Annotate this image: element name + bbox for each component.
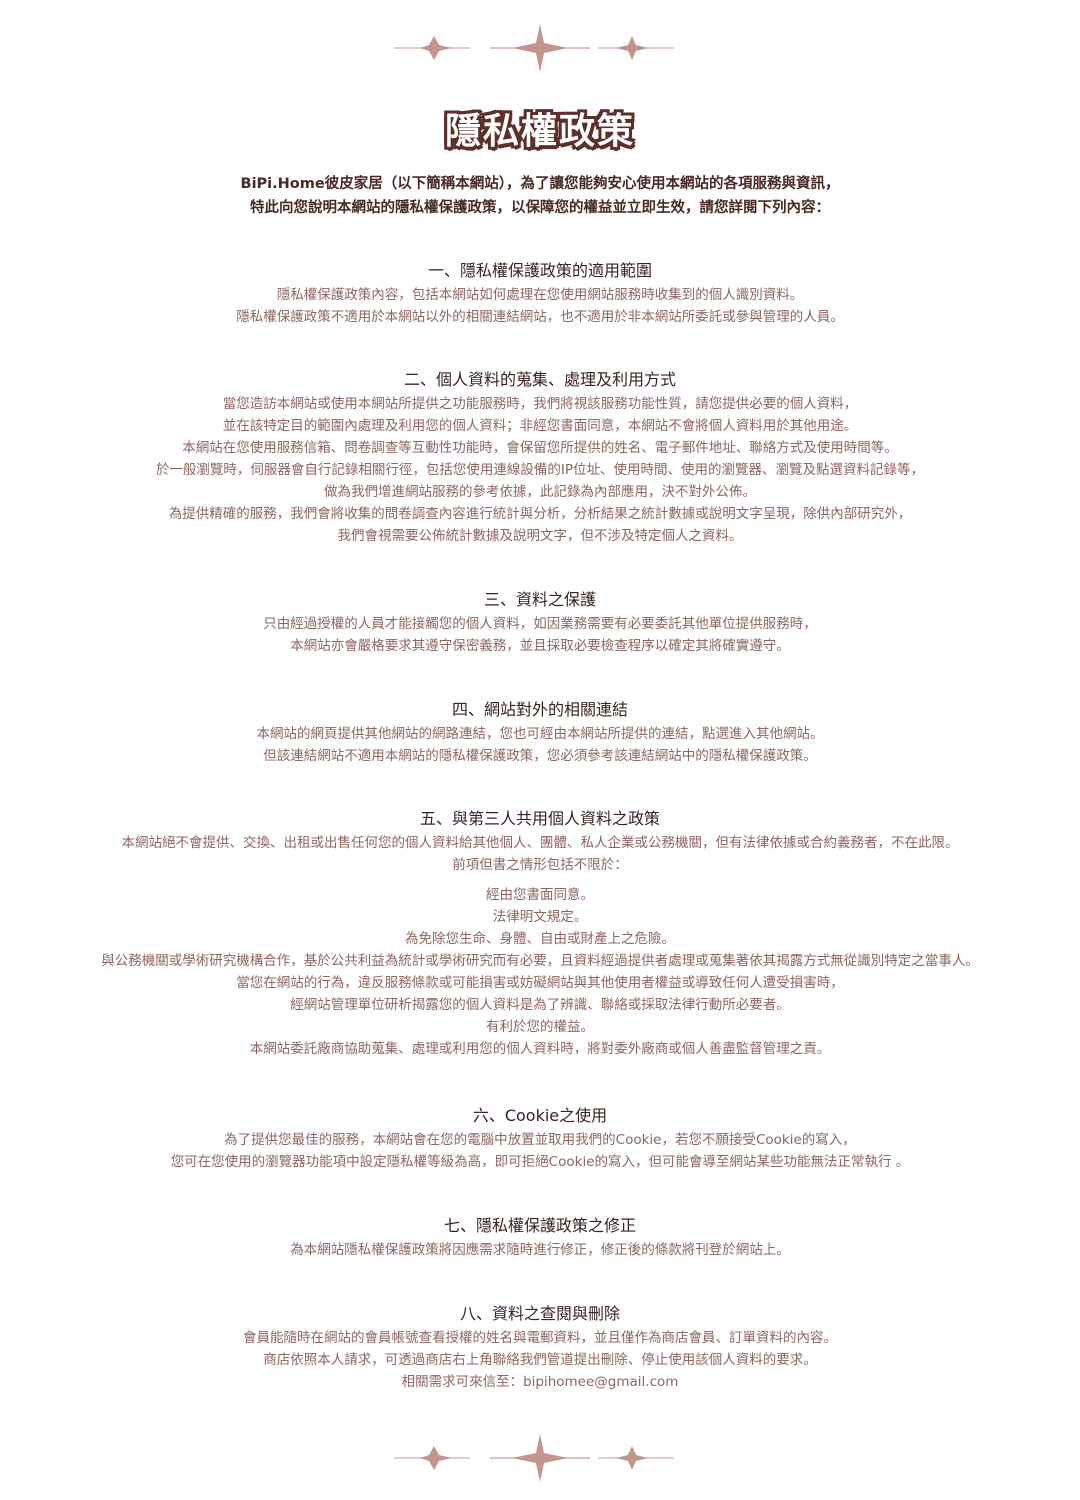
section-line: 隱私權保護政策不適用於本網站以外的相關連結網站，也不適用於非本網站所委託或參與管… <box>236 309 844 325</box>
section-line: 本網站在您使用服務信箱、問卷調查等互動性功能時，會保留您所提供的姓名、電子郵件地… <box>182 440 898 456</box>
section-heading: 六、Cookie之使用 <box>472 1106 608 1125</box>
section-heading: 四、網站對外的相關連結 <box>451 700 628 719</box>
section-line: 為本網站隱私權保護政策將因應需求隨時進行修正，修正後的條款將刊登於網站上。 <box>290 1242 790 1258</box>
section-amendment: 七、隱私權保護政策之修正 為本網站隱私權保護政策將因應需求隨時進行修正，修正後的… <box>0 1215 1080 1261</box>
section-line: 為了提供您最佳的服務，本網站會在您的電腦中放置並取用我們的Cookie，若您不願… <box>224 1132 856 1148</box>
list-item: 本網站委託廠商協助蒐集、處理或利用您的個人資料時，將對委外廠商或個人善盡監督管理… <box>249 1041 831 1057</box>
section-protection: 三、資料之保護 只由經過授權的人員才能接觸您的個人資料，如因業務需要有必要委託其… <box>0 589 1080 657</box>
section-line: 為提供精確的服務，我們會將收集的問卷調查內容進行統計與分析，分析結果之統計數據或… <box>168 506 912 522</box>
page-title: 隱私權政策 <box>444 111 635 152</box>
section-line: 本網站的網頁提供其他網站的網路連結，您也可經由本網站所提供的連結，點選進入其他網… <box>256 726 824 742</box>
intro-paragraph: BiPi.Home彼皮家居（以下簡稱本網站），為了讓您能夠安心使用本網站的各項服… <box>0 172 1080 220</box>
section-third-party: 五、與第三人共用個人資料之政策 本網站絕不會提供、交換、出租或出售任何您的個人資… <box>0 808 1080 1060</box>
section-line: 並在該特定目的範圍內處理及利用您的個人資料；非經您書面同意，本網站不會將個人資料… <box>222 418 858 434</box>
section-heading: 三、資料之保護 <box>483 590 596 609</box>
list-item: 法律明文規定。 <box>492 909 588 925</box>
section-line: 本網站絕不會提供、交換、出租或出售任何您的個人資料給其他個人、團體、私人企業或公… <box>121 835 959 851</box>
exception-list: 經由您書面同意。 法律明文規定。 為免除您生命、身體、自由或財產上之危險。 與公… <box>0 884 1080 1060</box>
list-item: 經由您書面同意。 <box>486 887 594 903</box>
section-line: 但該連結網站不適用本網站的隱私權保護政策，您必須參考該連結網站中的隱私權保護政策… <box>263 748 817 764</box>
sparkle-icon <box>490 1434 590 1482</box>
section-line: 會員能隨時在網站的會員帳號查看授權的姓名與電郵資料，並且僅作為商店會員、訂單資料… <box>243 1330 837 1346</box>
section-line: 我們會視需要公佈統計數據及說明文字，但不涉及特定個人之資料。 <box>337 528 743 544</box>
section-collection: 二、個人資料的蒐集、處理及利用方式 當您造訪本網站或使用本網站所提供之功能服務時… <box>0 369 1080 547</box>
sparkle-icon <box>490 24 590 72</box>
section-line: 隱私權保護政策內容，包括本網站如何處理在您使用網站服務時收集到的個人識別資料。 <box>276 287 804 303</box>
section-heading: 八、資料之查閱與刪除 <box>459 1304 620 1323</box>
section-heading: 五、與第三人共用個人資料之政策 <box>419 809 660 828</box>
contact-email-line: 相關需求可來信至：bipihomee@gmail.com <box>401 1374 679 1390</box>
section-line: 做為我們增進網站服務的參考依據，此記錄為內部應用，決不對外公佈。 <box>324 484 756 500</box>
section-scope: 一、隱私權保護政策的適用範圍 隱私權保護政策內容，包括本網站如何處理在您使用網站… <box>0 260 1080 328</box>
section-heading: 七、隱私權保護政策之修正 <box>443 1216 636 1235</box>
section-line: 只由經過授權的人員才能接觸您的個人資料，如因業務需要有必要委託其他單位提供服務時… <box>263 616 817 632</box>
section-line: 本網站亦會嚴格要求其遵守保密義務，並且採取必要檢查程序以確定其將確實遵守。 <box>290 638 790 654</box>
section-line: 商店依照本人請求，可透過商店右上角聯絡我們管道提出刪除、停止使用該個人資料的要求… <box>263 1352 817 1368</box>
list-item: 與公務機關或學術研究機構合作，基於公共利益為統計或學術研究而有必要，且資料經過提… <box>101 953 979 969</box>
sparkle-icon <box>394 1446 470 1470</box>
list-item: 經網站管理單位研析揭露您的個人資料是為了辨識、聯絡或採取法律行動所必要者。 <box>290 997 790 1013</box>
list-item: 當您在網站的行為，違反服務條款或可能損害或妨礙網站與其他使用者權益或導致任何人遭… <box>236 975 844 991</box>
sparkle-icon <box>598 36 674 60</box>
section-cookie: 六、Cookie之使用 為了提供您最佳的服務，本網站會在您的電腦中放置並取用我們… <box>0 1105 1080 1173</box>
sparkle-icon <box>394 36 470 60</box>
sparkle-icon-group <box>394 1434 674 1482</box>
sparkle-icon <box>598 1446 674 1470</box>
section-line: 前項但書之情形包括不限於： <box>452 857 628 873</box>
section-heading: 二、個人資料的蒐集、處理及利用方式 <box>403 370 676 389</box>
section-line: 您可在您使用的瀏覽器功能項中設定隱私權等級為高，即可拒絕Cookie的寫入，但可… <box>170 1154 910 1170</box>
list-item: 為免除您生命、身體、自由或財產上之危險。 <box>405 931 675 947</box>
section-line: 於一般瀏覽時，伺服器會自行記錄相關行徑，包括您使用連線設備的IP位址、使用時間、… <box>155 462 925 478</box>
section-external-links: 四、網站對外的相關連結 本網站的網頁提供其他網站的網路連結，您也可經由本網站所提… <box>0 699 1080 767</box>
section-line: 當您造訪本網站或使用本網站所提供之功能服務時，我們將視該服務功能性質，請您提供必… <box>222 396 858 412</box>
section-access-deletion: 八、資料之查閱與刪除 會員能隨時在網站的會員帳號查看授權的姓名與電郵資料，並且僅… <box>0 1303 1080 1393</box>
list-item: 有利於您的權益。 <box>486 1019 594 1035</box>
section-heading: 一、隱私權保護政策的適用範圍 <box>427 261 652 280</box>
intro-line: 特此向您說明本網站的隱私權保護政策，以保障您的權益並立即生效，請您詳閱下列內容： <box>250 200 830 216</box>
bottom-sparkle-decoration <box>0 1428 1080 1488</box>
intro-line: BiPi.Home彼皮家居（以下簡稱本網站），為了讓您能夠安心使用本網站的各項服… <box>240 176 840 192</box>
sparkle-icon-group <box>394 24 674 72</box>
top-sparkle-decoration <box>0 18 1080 78</box>
